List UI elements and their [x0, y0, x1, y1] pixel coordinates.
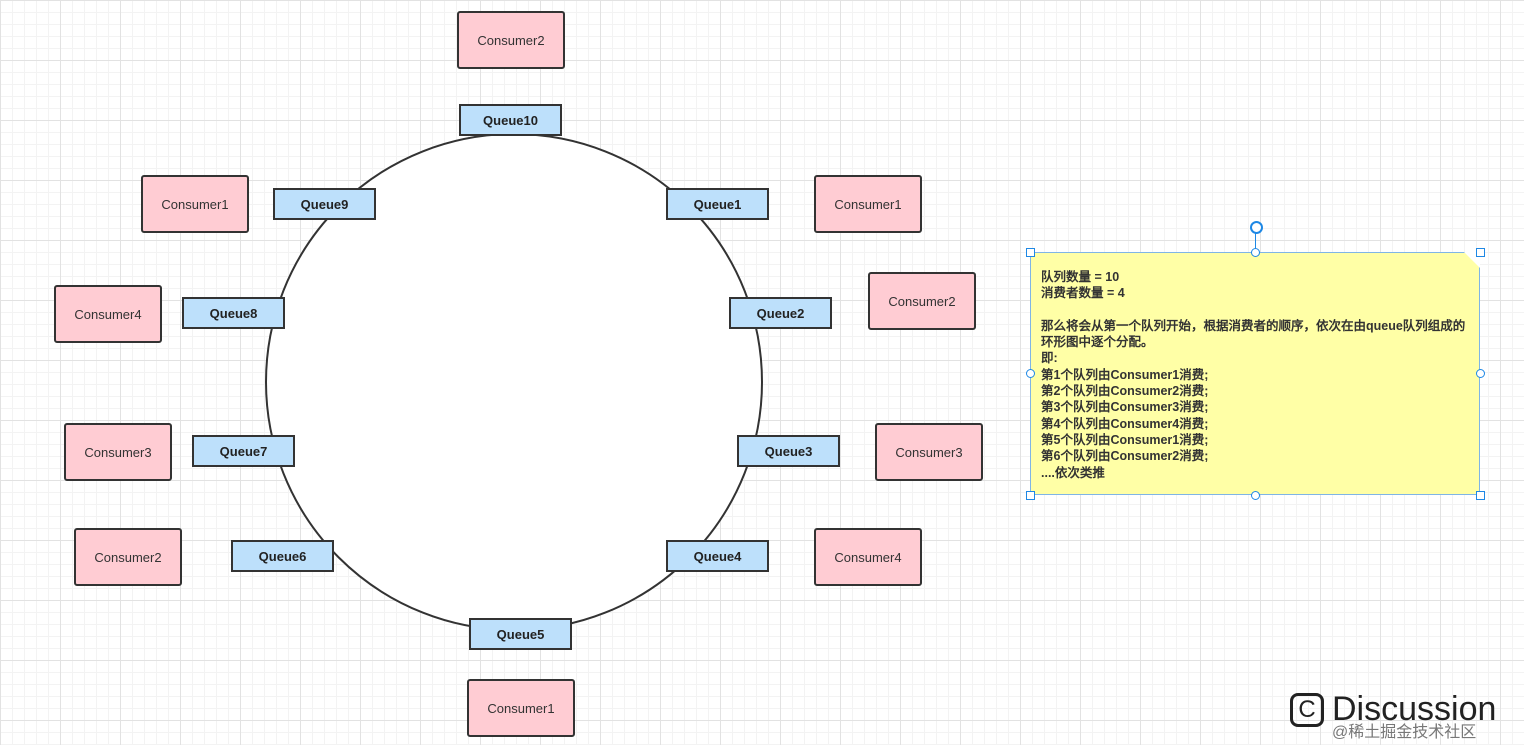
queue-3[interactable]: Queue3: [737, 435, 840, 467]
resize-handle-right[interactable]: [1476, 369, 1485, 378]
explanation-note[interactable]: 队列数量 = 10 消费者数量 = 4 那么将会从第一个队列开始，根据消费者的顺…: [1030, 252, 1480, 495]
queue-10[interactable]: Queue10: [459, 104, 562, 136]
resize-handle-bottom[interactable]: [1251, 491, 1260, 500]
queue-4[interactable]: Queue4: [666, 540, 769, 572]
note-line: 消费者数量 = 4: [1041, 286, 1125, 301]
note-line: ....依次类推: [1041, 465, 1105, 480]
consumer-for-queue-2[interactable]: Consumer2: [868, 272, 976, 330]
resize-handle-top-left[interactable]: [1026, 248, 1035, 257]
consumer-for-queue-6[interactable]: Consumer2: [74, 528, 182, 586]
queue-5[interactable]: Queue5: [469, 618, 572, 650]
watermark-sub: @稀土掘金技术社区: [1332, 724, 1477, 741]
queue-2[interactable]: Queue2: [729, 297, 832, 329]
resize-handle-top-right[interactable]: [1476, 248, 1485, 257]
resize-handle-bottom-left[interactable]: [1026, 491, 1035, 500]
note-line: 第2个队列由Consumer2消费;: [1041, 384, 1209, 399]
consumer-for-queue-3[interactable]: Consumer3: [875, 423, 983, 481]
resize-handle-top[interactable]: [1251, 248, 1260, 257]
note-line: 第1个队列由Consumer1消费;: [1041, 367, 1209, 382]
queue-9[interactable]: Queue9: [273, 188, 376, 220]
resize-handle-bottom-right[interactable]: [1476, 491, 1485, 500]
discussion-logo-icon: C: [1290, 692, 1324, 727]
queue-1[interactable]: Queue1: [666, 188, 769, 220]
note-line: 那么将会从第一个队列开始，根据消费者的顺序，依次在由queue队列组成的环形图中…: [1041, 318, 1466, 350]
queue-6[interactable]: Queue6: [231, 540, 334, 572]
queue-7[interactable]: Queue7: [192, 435, 295, 467]
consumer-for-queue-1[interactable]: Consumer1: [814, 175, 922, 233]
note-line: 第6个队列由Consumer2消费;: [1041, 449, 1209, 464]
consumer-for-queue-10[interactable]: Consumer2: [457, 11, 565, 69]
note-line: [1041, 302, 1469, 318]
consumer-for-queue-4[interactable]: Consumer4: [814, 528, 922, 586]
watermark: C Discussion: [1290, 690, 1496, 729]
note-line: 第4个队列由Consumer4消费;: [1041, 416, 1209, 431]
consumer-for-queue-8[interactable]: Consumer4: [54, 285, 162, 343]
resize-handle-left[interactable]: [1026, 369, 1035, 378]
note-line: 即:: [1041, 351, 1058, 366]
note-line: 第3个队列由Consumer3消费;: [1041, 400, 1209, 415]
rotate-handle-line: [1255, 232, 1256, 252]
consumer-for-queue-7[interactable]: Consumer3: [64, 423, 172, 481]
queue-8[interactable]: Queue8: [182, 297, 285, 329]
watermark-brand: Discussion: [1332, 690, 1497, 728]
rotate-handle[interactable]: [1250, 221, 1263, 234]
consumer-for-queue-9[interactable]: Consumer1: [141, 175, 249, 233]
note-line: 队列数量 = 10: [1041, 270, 1120, 284]
note-line: 第5个队列由Consumer1消费;: [1041, 432, 1209, 447]
consumer-for-queue-5[interactable]: Consumer1: [467, 679, 575, 737]
